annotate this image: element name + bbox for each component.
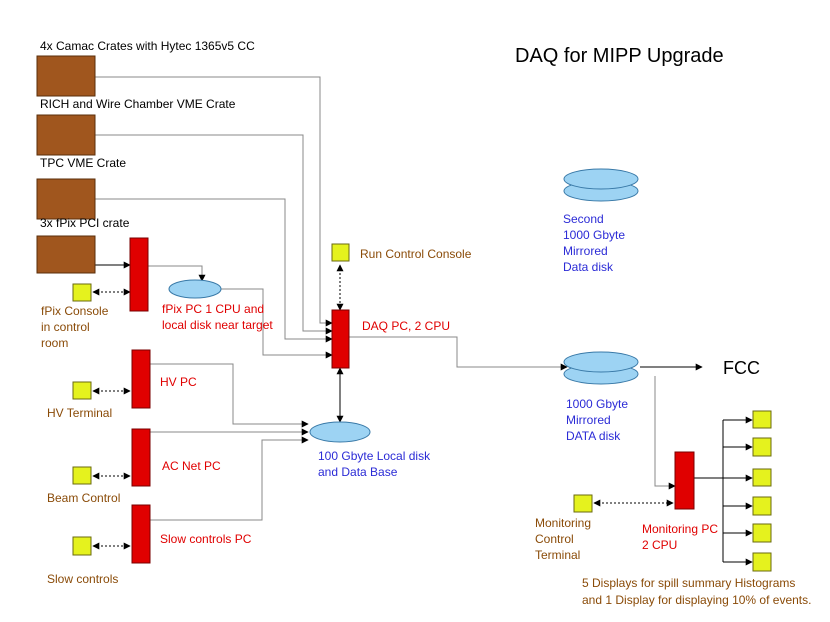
- line-slow-localdisk: [150, 436, 309, 521]
- crate-fpix: [36, 235, 96, 274]
- display-1: [752, 410, 772, 429]
- line-camac-daq: [95, 76, 333, 327]
- crate-tpc: [36, 178, 96, 220]
- terminal-fpix: [72, 283, 92, 302]
- disk-local: [309, 421, 371, 443]
- label-fpix-crate: 3x fPix PCI crate: [40, 216, 130, 230]
- label-second-disk: Second 1000 Gbyte Mirrored Data disk: [563, 212, 628, 274]
- terminal-beam: [72, 466, 92, 485]
- label-fpix-pc: fPix PC 1 CPU and local disk near target: [162, 302, 273, 332]
- terminal-monitoring: [573, 494, 593, 513]
- disk-fpix-local: [168, 279, 222, 299]
- display-6: [752, 552, 772, 572]
- label-slow-pc: Slow controls PC: [160, 532, 252, 546]
- pc-hv: [131, 349, 151, 409]
- label-daq-pc: DAQ PC, 2 CPU: [362, 319, 450, 333]
- label-fcc: FCC: [723, 358, 760, 378]
- display-2: [752, 437, 772, 457]
- diagram-title: DAQ for MIPP Upgrade: [515, 45, 724, 67]
- line-fpixpc-fpixdisk: [148, 265, 206, 282]
- disks: [168, 168, 639, 443]
- black-connectors: [95, 261, 753, 566]
- label-beam-control: Beam Control: [47, 491, 120, 505]
- pc-monitoring: [674, 451, 695, 510]
- label-monitoring-pc: Monitoring PC 2 CPU: [642, 522, 721, 552]
- label-tpc: TPC VME Crate: [40, 156, 126, 170]
- label-runcontrol: Run Control Console: [360, 247, 472, 261]
- terminal-runcontrol: [331, 243, 350, 262]
- line-rich-daq: [95, 134, 333, 335]
- pcs: [129, 237, 695, 564]
- line-daq-datadisk: [349, 336, 568, 371]
- label-acnet-pc: AC Net PC: [162, 459, 221, 473]
- disk-data-upper: [563, 351, 639, 373]
- label-data-disk: 1000 Gbyte Mirrored DATA disk: [566, 397, 631, 443]
- pc-fpix: [129, 237, 149, 312]
- dotted-links: [92, 264, 674, 550]
- terminal-hv: [72, 381, 92, 400]
- label-hv-terminal: HV Terminal: [47, 406, 112, 420]
- label-rich: RICH and Wire Chamber VME Crate: [40, 97, 236, 111]
- crate-camac: [36, 55, 96, 97]
- terminals: [72, 243, 772, 572]
- label-hv-pc: HV PC: [160, 375, 197, 389]
- line-hv-localdisk: [150, 363, 309, 428]
- label-slow-controls: Slow controls: [47, 572, 118, 586]
- crate-rich: [36, 114, 96, 156]
- display-3: [752, 468, 772, 487]
- pc-acnet: [131, 428, 151, 487]
- label-displays-note: 5 Displays for spill summary Histograms …: [582, 576, 811, 607]
- display-5: [752, 523, 772, 543]
- line-tpc-daq: [95, 198, 333, 343]
- connector-lines: [95, 76, 676, 521]
- label-fpix-console: fPix Console in control room: [41, 304, 112, 350]
- pc-daq: [331, 309, 350, 369]
- label-camac: 4x Camac Crates with Hytec 1365v5 CC: [40, 39, 255, 53]
- pc-slow: [131, 504, 151, 564]
- disk-second-upper: [563, 168, 639, 190]
- label-monitoring-terminal: Monitoring Control Terminal: [535, 516, 594, 562]
- line-fpixdisk-daq: [218, 288, 333, 359]
- label-local-disk: 100 Gbyte Local disk and Data Base: [318, 449, 433, 479]
- terminal-slow: [72, 536, 92, 556]
- display-4: [752, 496, 772, 516]
- crates: [36, 55, 96, 274]
- line-datadisk-monitoring: [654, 376, 676, 490]
